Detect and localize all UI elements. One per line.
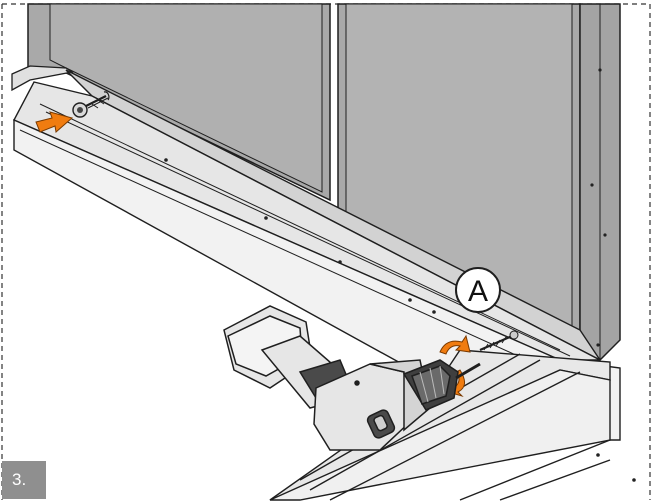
screw-icon [72,91,110,118]
cabinet-back-inner-left [49,3,323,193]
callout-a-circle [455,267,501,313]
orange-push-arrow-icon [35,111,74,133]
screw-a-icon [479,330,519,352]
left-top-rail [11,65,74,92]
callout-a-label: A [468,275,488,308]
step-number-badge: 3. [2,461,46,499]
rail-holes [164,158,636,482]
cordless-drill-icon [223,305,481,451]
